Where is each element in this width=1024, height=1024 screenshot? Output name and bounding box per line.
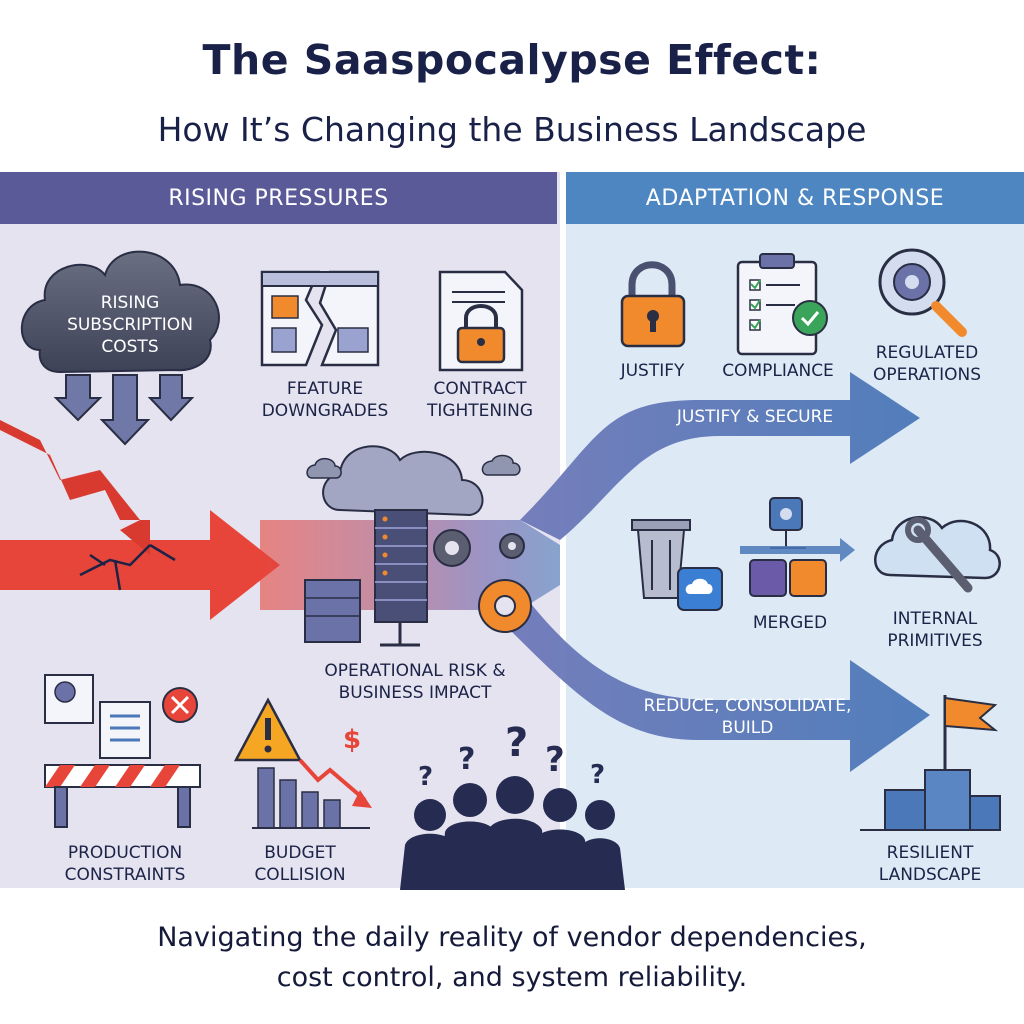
contract-tightening-label: CONTRACT TIGHTENING — [410, 378, 550, 422]
production-barrier-icon — [44, 674, 201, 828]
operational-risk-line1: OPERATIONAL RISK & — [324, 661, 506, 681]
rising-costs-label: RISING SUBSCRIPTION COSTS — [40, 292, 220, 358]
regulated-operations-line2: OPERATIONS — [872, 365, 982, 385]
production-constraints-line1: PRODUCTION — [67, 843, 183, 863]
justify-label: JUSTIFY — [620, 361, 685, 381]
crack-lines — [79, 543, 176, 591]
resilient-landscape-line2: LANDSCAPE — [878, 865, 982, 885]
merged-label: MERGED — [752, 613, 828, 633]
gear-icon — [433, 529, 532, 633]
footer-line2: cost control, and system reliability. — [276, 962, 748, 993]
magnifier-gear-icon — [878, 248, 967, 337]
footer-caption: Navigating the daily reality of vendor d… — [0, 918, 1024, 998]
footer-line1: Navigating the daily reality of vendor d… — [157, 922, 867, 953]
confused-people-icon — [400, 776, 625, 890]
dollar-icon: $ — [343, 725, 362, 755]
falling-arrow — [0, 420, 150, 555]
adaptation-response-header: ADAPTATION & RESPONSE — [566, 172, 1024, 224]
rising-costs-line1: RISING — [100, 293, 160, 313]
reduce-consolidate-line1: REDUCE, CONSOLIDATE, — [643, 696, 852, 716]
production-constraints-line2: CONSTRAINTS — [64, 865, 186, 885]
question-mark-icon: ? — [418, 762, 434, 792]
merged-blocks-icon — [740, 497, 855, 597]
justify-secure-label: JUSTIFY & SECURE — [676, 407, 834, 427]
compliance-label: COMPLIANCE — [722, 361, 834, 381]
rising-pressures-header: RISING PRESSURES — [0, 172, 557, 224]
contract-tightening-line1: CONTRACT — [433, 379, 527, 399]
contract-lock-icon — [438, 270, 524, 372]
padlock-icon — [620, 261, 686, 348]
cloud-wrench-icon — [874, 516, 1001, 593]
regulated-operations-label: REGULATED OPERATIONS — [852, 342, 1002, 386]
rising-costs-line2: SUBSCRIPTION — [67, 315, 193, 335]
feature-downgrades-line2: DOWNGRADES — [261, 401, 389, 421]
compliance-clipboard-icon — [736, 253, 828, 356]
justify-secure-arrow — [520, 372, 920, 540]
flag-landscape-icon — [860, 695, 1001, 831]
server-cluster-icon — [304, 445, 521, 647]
question-mark-icon: ? — [505, 720, 529, 766]
budget-collision-line2: COLLISION — [254, 865, 346, 885]
question-mark-icon: ? — [545, 740, 565, 780]
reduce-consolidate-arrow — [500, 590, 930, 772]
production-constraints-label: PRODUCTION CONSTRAINTS — [30, 842, 220, 886]
page-title: The Saaspocalypse Effect: — [202, 36, 822, 84]
budget-collision-label: BUDGET COLLISION — [240, 842, 360, 886]
budget-collision-line1: BUDGET — [264, 843, 336, 863]
question-mark-icon: ? — [590, 760, 606, 790]
reduce-consolidate-line2: BUILD — [721, 718, 774, 738]
regulated-operations-line1: REGULATED — [875, 343, 979, 363]
budget-chart-icon — [233, 697, 372, 829]
rising-costs-line3: COSTS — [101, 337, 159, 357]
trash-icon — [631, 519, 723, 611]
page-subtitle: How It’s Changing the Business Landscape — [157, 110, 867, 149]
operational-risk-label: OPERATIONAL RISK & BUSINESS IMPACT — [290, 660, 540, 704]
storm-cloud-icon — [20, 250, 220, 446]
internal-primitives-line1: INTERNAL — [892, 609, 978, 629]
question-mark-icon: ? — [458, 742, 476, 777]
internal-primitives-line2: PRIMITIVES — [887, 631, 983, 651]
resilient-landscape-label: RESILIENT LANDSCAPE — [855, 842, 1005, 886]
operational-risk-line2: BUSINESS IMPACT — [338, 683, 492, 703]
reduce-consolidate-label: REDUCE, CONSOLIDATE, BUILD — [620, 695, 875, 739]
main-flow-arrow — [0, 510, 280, 620]
feature-downgrades-line1: FEATURE — [286, 379, 364, 399]
contract-tightening-line2: TIGHTENING — [426, 401, 534, 421]
internal-primitives-label: INTERNAL PRIMITIVES — [860, 608, 1010, 652]
resilient-landscape-line1: RESILIENT — [886, 843, 974, 863]
broken-document-icon — [260, 270, 380, 367]
feature-downgrades-label: FEATURE DOWNGRADES — [245, 378, 405, 422]
